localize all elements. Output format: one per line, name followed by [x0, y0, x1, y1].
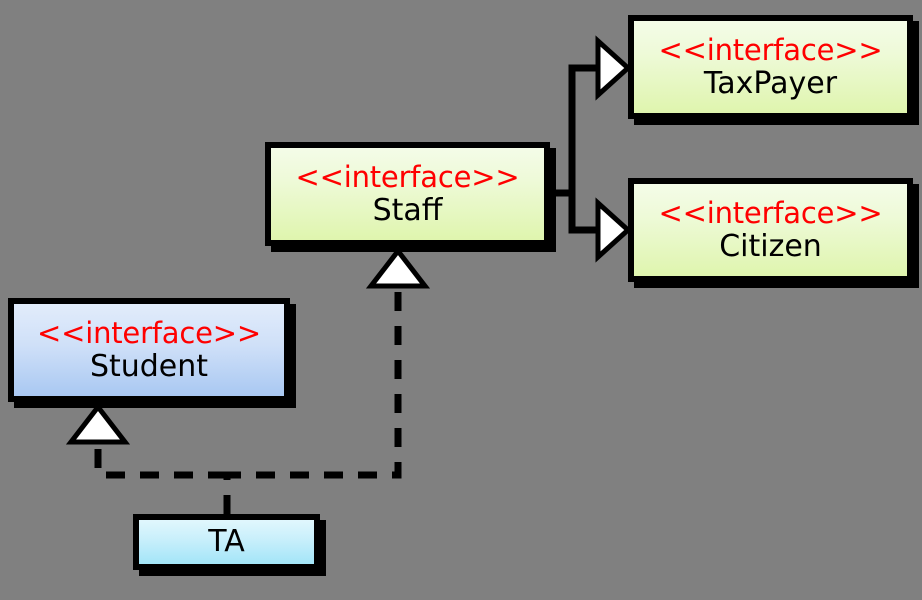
stereotype-label: <<interface>> — [37, 315, 261, 350]
hollow-triangle-arrowhead-student — [65, 402, 131, 445]
class-box-citizen[interactable]: <<interface>> Citizen — [628, 178, 913, 282]
class-name-label: TA — [208, 524, 245, 560]
class-name-label: Staff — [372, 192, 443, 228]
class-name-label: Student — [89, 348, 209, 384]
class-name-label: Citizen — [719, 228, 822, 264]
edge-staff-realizes-taxpayer — [550, 35, 632, 197]
class-box-student[interactable]: <<interface>> Student — [8, 298, 290, 402]
edge-staff-realizes-citizen — [550, 189, 632, 263]
stereotype-label: <<interface>> — [658, 195, 883, 230]
hollow-triangle-arrowhead-staff — [365, 246, 431, 289]
class-box-taxpayer[interactable]: <<interface>> TaxPayer — [628, 15, 913, 119]
class-name-label: TaxPayer — [703, 65, 838, 101]
class-box-staff[interactable]: <<interface>> Staff — [265, 142, 550, 246]
hollow-triangle-arrowhead-taxpayer — [595, 35, 632, 101]
edge-ta-realizes-student — [65, 402, 227, 479]
hollow-triangle-arrowhead-citizen — [595, 197, 632, 263]
stereotype-label: <<interface>> — [295, 159, 520, 194]
stereotype-label: <<interface>> — [658, 32, 883, 67]
class-box-ta[interactable]: TA — [133, 514, 320, 570]
